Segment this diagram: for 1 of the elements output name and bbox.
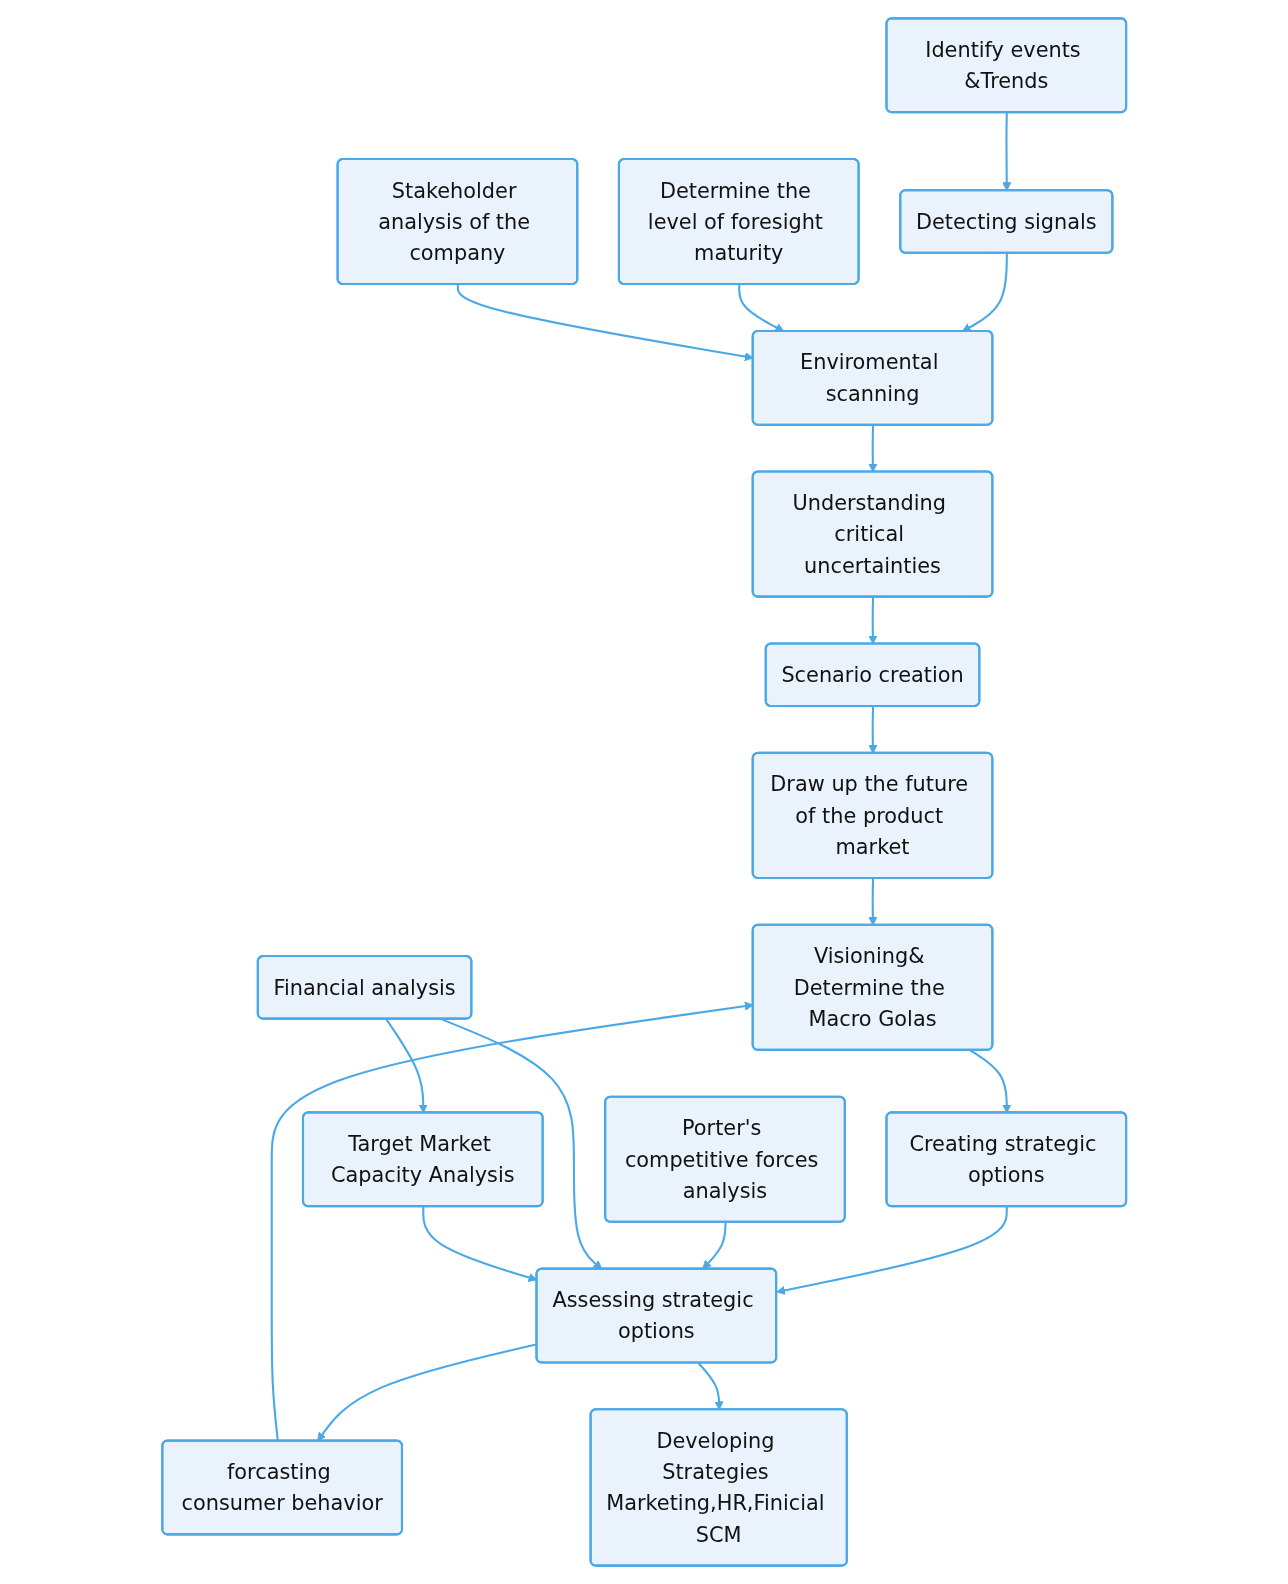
arrow [776,1206,1008,1295]
